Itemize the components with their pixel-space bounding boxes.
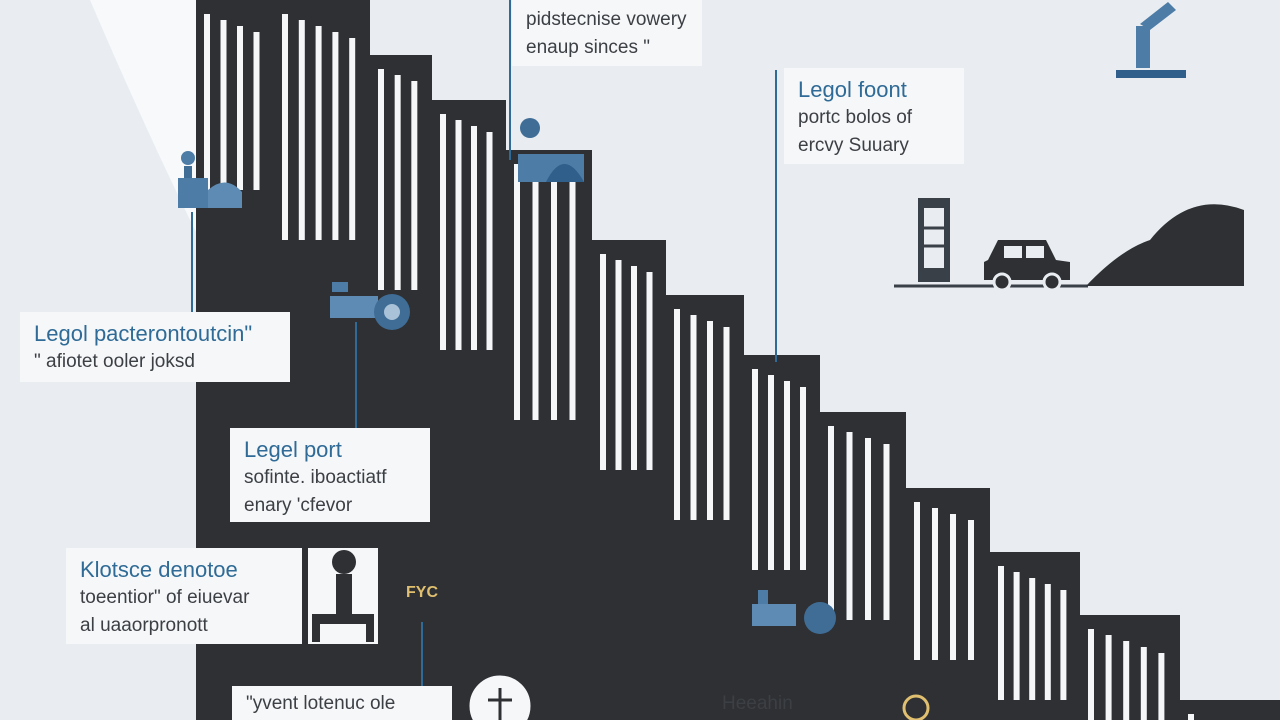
wall-slat (752, 369, 758, 570)
wall-slat (220, 20, 227, 190)
wall-slat (569, 182, 576, 420)
wall-slat (631, 266, 637, 470)
wall-step (820, 412, 906, 720)
wall-slat (784, 381, 790, 570)
anchor-icon (466, 672, 534, 720)
callout-text: portc bolos of (798, 107, 913, 128)
callout-text: ercvy Suuary (798, 135, 909, 156)
water-tower-icon (308, 548, 378, 644)
callout-text: " afiotet ooler joksd (34, 351, 195, 372)
wall-slat (723, 327, 730, 520)
wall-slat (455, 120, 462, 350)
wall-slat (204, 14, 210, 190)
wall-slat (646, 272, 653, 470)
wall-slat (440, 114, 446, 350)
wall-slat (998, 566, 1004, 700)
callout-left-lower: Klotsce denotoe toeentior" of eiuevar al… (66, 548, 302, 644)
wall-slat (349, 38, 356, 240)
wall-slat (1060, 590, 1067, 700)
wall-step (506, 150, 592, 720)
wall-slat (315, 26, 322, 240)
callout-text: enaup sinces " (526, 37, 650, 58)
callout-left-middle: Legel port sofinte. iboactiatf enary 'cf… (230, 428, 430, 522)
callout-bottom-left: "yvent lotenuc ole (232, 686, 452, 720)
wall-slat (865, 438, 871, 620)
badge-text: FYC (406, 584, 438, 601)
callout-title: Legol foont (798, 77, 907, 102)
wall-slat (828, 426, 834, 620)
callout-title: Klotsce denotoe (80, 557, 238, 582)
crane-icon (1116, 2, 1186, 78)
wall-slat (615, 260, 622, 470)
wall-slat (237, 26, 243, 190)
fuel-station-icon (918, 198, 950, 282)
wall-slat (253, 32, 260, 190)
wall-slat (914, 502, 920, 660)
wall-slat (1188, 714, 1194, 720)
wall-slat (950, 514, 956, 660)
machine-icon (518, 118, 584, 182)
wall-slat (1088, 629, 1094, 720)
machine-icon (752, 590, 836, 634)
wall-slat (282, 14, 288, 240)
wall-slat (1140, 647, 1147, 720)
callout-text: enary 'cfevor (244, 495, 353, 516)
wall-slat (1013, 572, 1020, 700)
wall-slat (932, 508, 938, 660)
wall-slat (378, 69, 384, 290)
wall-slat (846, 432, 853, 620)
wall-slat (1158, 653, 1165, 720)
callout-top-center: pidstecnise vowery enaup sinces " (512, 0, 702, 66)
machine-icon (178, 151, 242, 208)
hill-shape (1086, 204, 1244, 286)
wall-slat (551, 176, 557, 420)
wall-slat (532, 170, 539, 420)
wall-slat (883, 444, 890, 620)
wall-slat (1105, 635, 1112, 720)
wall-slat (968, 520, 974, 660)
wall-step (1080, 615, 1180, 720)
callout-left-upper: Legol pacterontoutcin" " afiotet ooler j… (20, 312, 290, 382)
wall-slat (486, 132, 493, 350)
wall-slat (514, 164, 520, 420)
wall-slat (471, 126, 477, 350)
wall-step (1180, 700, 1280, 720)
callout-title: Legel port (244, 437, 342, 462)
callout-text: "yvent lotenuc ole (246, 693, 396, 714)
wall-slat (1029, 578, 1036, 700)
callout-title: Legol pacterontoutcin" (34, 321, 253, 346)
badge-icon: FYC (390, 558, 454, 622)
wall-slat (411, 81, 418, 290)
wall-slat (768, 375, 774, 570)
wall-slat (1123, 641, 1130, 720)
car-icon (984, 240, 1070, 292)
callout-bottom-center: Heeahin (708, 686, 818, 720)
callout-text: al uaaorpronott (80, 615, 208, 636)
wall-slat (690, 315, 697, 520)
callout-top-right: Legol foont portc bolos of ercvy Suuary (784, 68, 964, 164)
callout-text: toeentior" of eiuevar (80, 587, 250, 608)
callout-text: pidstecnise vowery (526, 9, 687, 30)
wall-slat (394, 75, 401, 290)
wall-slat (298, 20, 305, 240)
callout-text: sofinte. iboactiatf (244, 467, 387, 488)
wall-slat (707, 321, 713, 520)
connector-lines (191, 0, 777, 688)
callout-text: Heeahin (722, 693, 793, 714)
wall-slat (1044, 584, 1051, 700)
globe-icon (884, 678, 948, 720)
wall-slat (332, 32, 339, 240)
wall-slat (674, 309, 680, 520)
wall-slat (600, 254, 606, 470)
machine-icon (330, 282, 410, 330)
wall-slat (800, 387, 806, 570)
